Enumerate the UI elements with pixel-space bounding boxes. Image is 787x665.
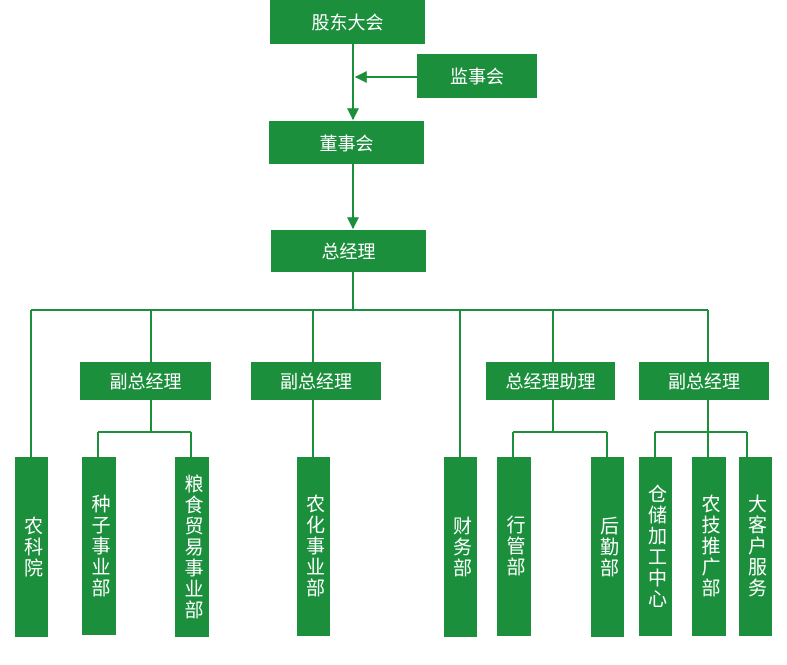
node-board: 董事会 (269, 121, 424, 164)
dept-grain-trade-division: 粮食贸易事业部 (175, 457, 209, 637)
dept-logistics: 后勤部 (591, 457, 624, 637)
node-vice-gm-1: 副总经理 (80, 362, 211, 400)
node-vice-gm-2: 副总经理 (251, 362, 381, 400)
dept-admin: 行管部 (497, 457, 531, 636)
dept-seed-division: 种子事业部 (82, 457, 116, 635)
node-vice-gm-3: 副总经理 (639, 362, 769, 400)
dept-tech-promotion: 农技推广部 (692, 457, 726, 636)
dept-agrochem-division: 农化事业部 (297, 457, 330, 636)
node-supervisors: 监事会 (417, 54, 537, 98)
node-general-manager: 总经理 (271, 230, 426, 272)
dept-finance: 财务部 (444, 457, 477, 637)
dept-agri-institute: 农科院 (15, 457, 48, 637)
dept-storage-center: 仓储加工中心 (639, 457, 672, 636)
node-gm-assistant: 总经理助理 (486, 362, 615, 400)
dept-key-account-service: 大客户服务 (739, 457, 772, 636)
node-shareholders: 股东大会 (270, 0, 425, 44)
